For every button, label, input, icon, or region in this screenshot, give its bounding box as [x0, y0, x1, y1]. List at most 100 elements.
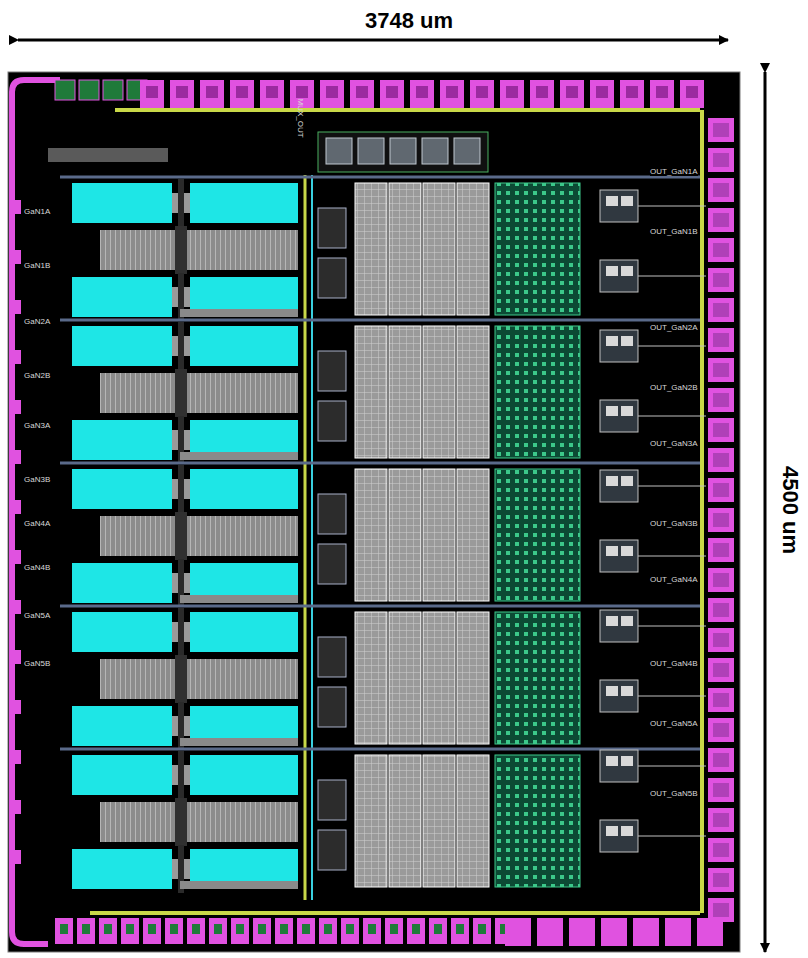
mux-cell	[454, 138, 480, 164]
output-cell-part	[606, 686, 618, 696]
bond-pad	[708, 298, 734, 322]
supply-rail	[115, 108, 700, 112]
pad-via	[146, 86, 158, 98]
pin-name: GaN2A	[24, 318, 50, 326]
drain-bus	[180, 595, 298, 603]
capacitor-array	[355, 755, 387, 887]
pad-via	[346, 924, 354, 934]
pin-name: OUT_GaN2B	[650, 384, 698, 392]
signal-bus	[311, 175, 313, 900]
driver-cell	[318, 830, 346, 870]
gate-bus	[175, 226, 187, 274]
bond-pad	[9, 850, 21, 864]
pad-via	[713, 213, 729, 227]
pad-via	[713, 303, 729, 317]
group-separator	[60, 176, 700, 179]
bond-pad	[275, 918, 293, 944]
driver-cell	[318, 258, 346, 298]
pin-name: OUT_GaN1B	[650, 228, 698, 236]
output-cell-part	[621, 826, 633, 836]
width-arrow	[18, 39, 728, 42]
pad-via	[476, 86, 488, 98]
resistor-array	[495, 326, 580, 458]
bond-pad	[9, 200, 21, 214]
pin-name: GaN1A	[24, 208, 50, 216]
bond-pad	[708, 628, 734, 652]
driver-cell	[318, 544, 346, 584]
output-cell	[600, 680, 638, 712]
output-wire	[638, 486, 706, 487]
pad-via	[236, 924, 244, 934]
capacitor-array	[389, 469, 421, 601]
bond-pad	[633, 918, 659, 946]
bond-pad	[620, 80, 644, 108]
pin-name: GaN1B	[24, 262, 50, 270]
capacitor-array	[457, 612, 489, 744]
drain-bus	[180, 309, 298, 317]
bond-pad	[650, 80, 674, 108]
output-cell	[600, 260, 638, 292]
capacitor-array	[355, 183, 387, 315]
bond-pad	[708, 898, 734, 922]
pad-via	[446, 86, 458, 98]
output-cell-part	[606, 476, 618, 486]
capacitor-array	[355, 612, 387, 744]
bond-pad	[77, 918, 95, 944]
bond-pad	[440, 80, 464, 108]
gate-bus	[178, 608, 184, 656]
output-cell-part	[621, 266, 633, 276]
bond-pad	[79, 80, 99, 100]
bond-pad	[9, 650, 21, 664]
resistor-array	[495, 183, 580, 315]
bond-pad	[200, 80, 224, 108]
pin-name: OUT_GaN3A	[650, 440, 698, 448]
bond-pad	[55, 918, 73, 944]
bond-pad	[451, 918, 469, 944]
bond-pad	[708, 508, 734, 532]
bond-pad	[341, 918, 359, 944]
pad-via	[713, 783, 729, 797]
pin-name: GaN2B	[24, 372, 50, 380]
bond-pad	[708, 418, 734, 442]
bond-pad	[9, 700, 21, 714]
bond-pad	[708, 778, 734, 802]
pin-name: OUT_GaN5A	[650, 720, 698, 728]
bond-pad	[231, 918, 249, 944]
pad-via	[434, 924, 442, 934]
output-cell-part	[621, 546, 633, 556]
capacitor-array	[423, 612, 455, 744]
pad-via	[356, 86, 368, 98]
pad-via	[713, 183, 729, 197]
group-separator	[60, 605, 700, 608]
gan-transistor	[190, 612, 298, 652]
resistor-array	[495, 755, 580, 887]
pad-via	[713, 453, 729, 467]
bond-pad	[9, 450, 21, 464]
gan-transistor	[72, 755, 172, 795]
resistor-array	[495, 469, 580, 601]
bond-pad	[530, 80, 554, 108]
pad-via	[192, 924, 200, 934]
bond-pad	[350, 80, 374, 108]
mux-cell	[326, 138, 352, 164]
capacitor-array	[389, 326, 421, 458]
mux-block	[318, 132, 488, 172]
pad-via	[713, 393, 729, 407]
pin-name: GaN3B	[24, 476, 50, 484]
resistor-array	[495, 612, 580, 744]
bond-pad	[209, 918, 227, 944]
pad-via	[713, 333, 729, 347]
mux-cell	[422, 138, 448, 164]
bond-pad	[708, 238, 734, 262]
gan-finger-array	[100, 659, 298, 699]
bond-pad	[9, 550, 21, 564]
bond-pad	[708, 538, 734, 562]
output-cell-part	[606, 546, 618, 556]
pin-name: MUX_OUT	[296, 98, 304, 137]
output-wire	[638, 696, 706, 697]
supply-rail	[304, 175, 307, 900]
bond-pad	[297, 918, 315, 944]
pin-name: GaN4B	[24, 564, 50, 572]
